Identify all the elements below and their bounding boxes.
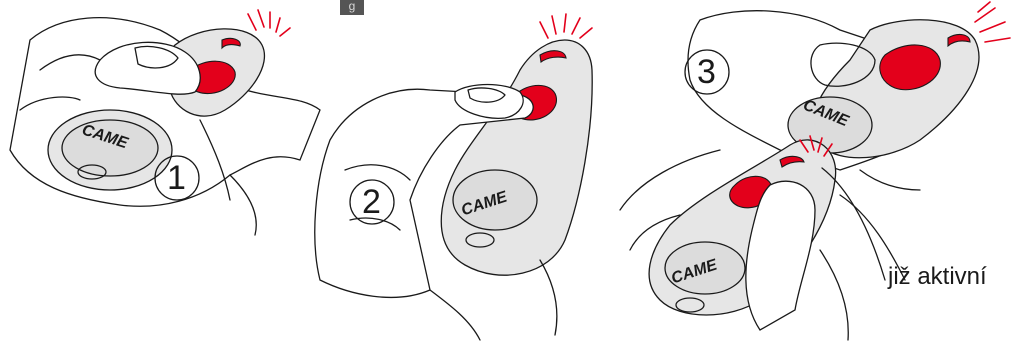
panel-2: CAME: [315, 14, 592, 340]
corner-tag: g: [340, 0, 364, 15]
signal-waves-1: [248, 10, 290, 36]
step-1-number: 1: [167, 161, 186, 195]
panel-1: CAME: [10, 10, 320, 235]
step-2-number: 2: [362, 185, 381, 219]
signal-waves-3a: [975, 2, 1010, 42]
already-active-label: již aktivní: [888, 263, 987, 291]
signal-waves-2: [540, 14, 592, 38]
remote-small-inner: [62, 120, 158, 176]
remote-body-2: [441, 40, 592, 275]
step-3-number: 3: [697, 55, 716, 89]
